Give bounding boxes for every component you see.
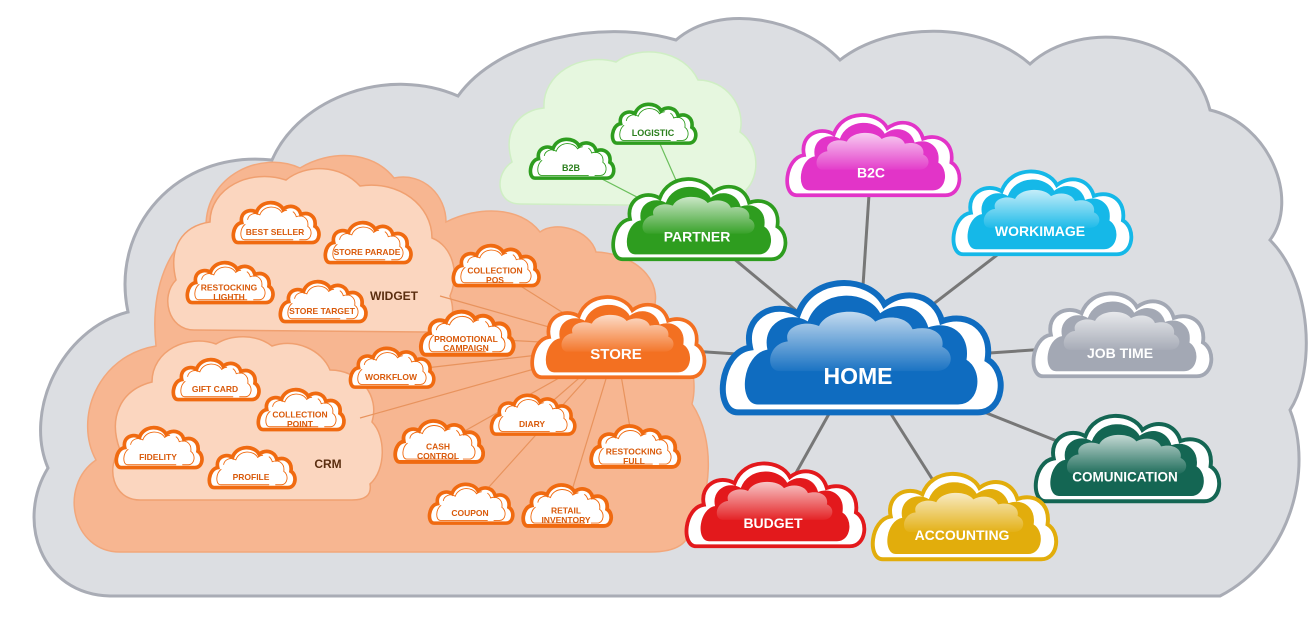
- node-b2b[interactable]: B2B: [528, 137, 616, 180]
- crm-group-label: CRM: [314, 457, 341, 471]
- accounting-label: ACCOUNTING: [915, 527, 1010, 543]
- node-profile[interactable]: PROFILE: [207, 445, 297, 490]
- promotional-campaign-label-line: PROMOTIONAL: [434, 334, 498, 344]
- node-diary[interactable]: DIARY: [489, 393, 577, 436]
- node-layer: HOME STORE PARTNER B2C WORKIMAGE JOB TIME COMU…: [114, 102, 1222, 562]
- node-b2c[interactable]: B2C: [785, 113, 962, 198]
- retail-inventory-label-line: INVENTORY: [541, 515, 590, 525]
- coupon-label: COUPON: [451, 508, 488, 518]
- restocking-lighth-label-line: RESTOCKING: [201, 283, 258, 293]
- node-best-seller[interactable]: BEST SELLER: [231, 200, 321, 245]
- collection-point-label-line: COLLECTION: [272, 410, 327, 420]
- node-store[interactable]: STORE: [530, 295, 707, 380]
- widget-group-label: WIDGET: [370, 289, 419, 303]
- retail-inventory-label-line: RETAIL: [551, 506, 581, 516]
- gift-card-label: GIFT CARD: [192, 384, 238, 394]
- cash-control-label-line: CONTROL: [417, 451, 459, 461]
- node-job-time[interactable]: JOB TIME: [1031, 291, 1214, 379]
- node-gift-card[interactable]: GIFT CARD: [171, 357, 261, 402]
- collection-point-label-line: POINT: [287, 419, 314, 429]
- logistic-label: LOGISTIC: [632, 128, 675, 138]
- node-coupon[interactable]: COUPON: [427, 482, 515, 525]
- comunication-label: COMUNICATION: [1072, 470, 1178, 485]
- best-seller-label: BEST SELLER: [246, 227, 305, 237]
- b2c-label: B2C: [857, 165, 885, 181]
- node-store-target[interactable]: STORE TARGET: [278, 279, 368, 324]
- restocking-full-label-line: RESTOCKING: [606, 447, 663, 457]
- node-workflow[interactable]: WORKFLOW: [348, 346, 436, 389]
- restocking-lighth-label-line: LIGHTH: [213, 292, 245, 302]
- collection-pos-label-line: COLLECTION: [467, 266, 522, 276]
- node-home[interactable]: HOME: [723, 283, 1001, 412]
- cash-control-label-line: CASH: [426, 442, 450, 452]
- home-label: HOME: [824, 363, 893, 389]
- node-fidelity[interactable]: FIDELITY: [114, 425, 204, 470]
- budget-label: BUDGET: [743, 515, 803, 531]
- node-workimage[interactable]: WORKIMAGE: [951, 169, 1134, 257]
- store-target-label: STORE TARGET: [289, 306, 356, 316]
- partner-label: PARTNER: [664, 229, 731, 245]
- job-time-label: JOB TIME: [1087, 345, 1153, 361]
- collection-pos-label-line: POS: [486, 275, 504, 285]
- fidelity-label: FIDELITY: [139, 452, 177, 462]
- store-label: STORE: [590, 346, 641, 363]
- promotional-campaign-label-line: CAMPAIGN: [443, 343, 489, 353]
- store-parade-label: STORE PARADE: [334, 247, 401, 257]
- node-partner[interactable]: PARTNER: [611, 177, 788, 262]
- restocking-full-label-line: FULL: [623, 456, 645, 466]
- b2b-label: B2B: [562, 163, 581, 173]
- diary-label: DIARY: [519, 419, 545, 429]
- node-logistic[interactable]: LOGISTIC: [610, 102, 698, 145]
- node-store-parade[interactable]: STORE PARADE: [323, 220, 413, 265]
- node-budget[interactable]: BUDGET: [684, 461, 867, 549]
- node-comunication[interactable]: COMUNICATION: [1033, 413, 1222, 504]
- profile-label: PROFILE: [233, 472, 270, 482]
- workflow-label: WORKFLOW: [365, 372, 418, 382]
- node-accounting[interactable]: ACCOUNTING: [870, 471, 1059, 562]
- workimage-label: WORKIMAGE: [995, 223, 1085, 239]
